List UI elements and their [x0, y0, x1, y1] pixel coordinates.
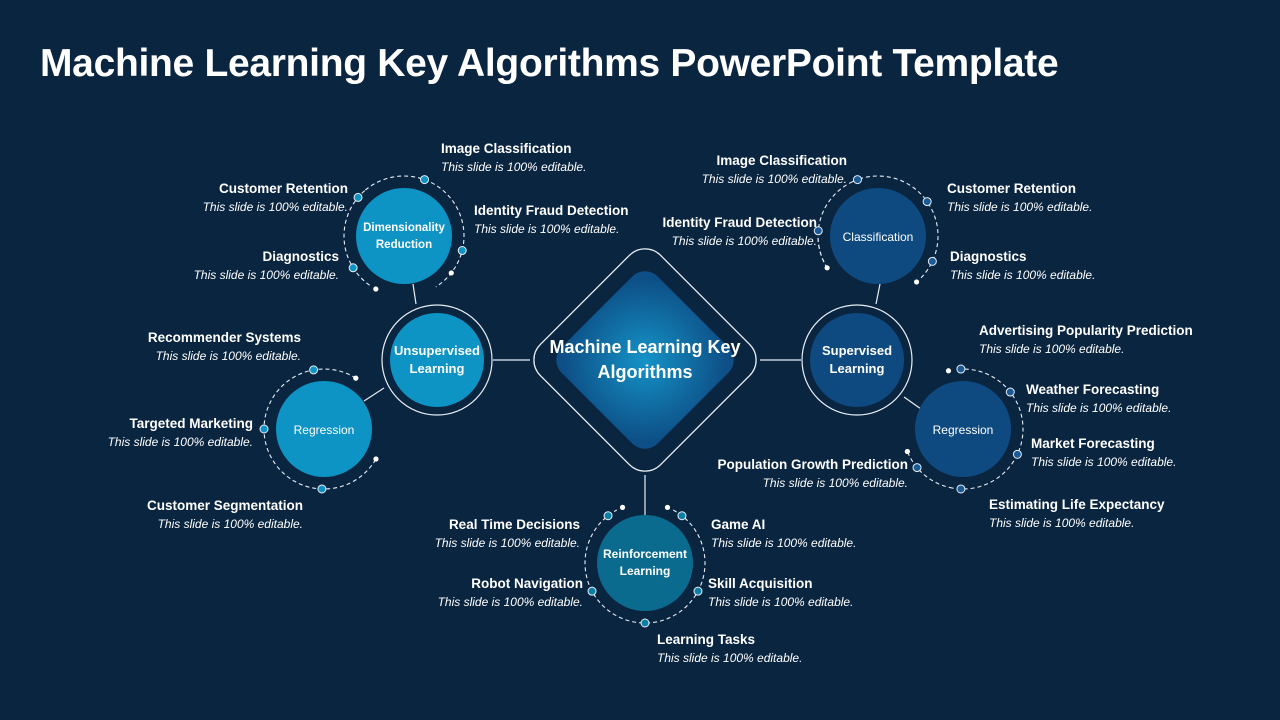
dimensionality-label: Dimensionality Reduction: [363, 222, 445, 251]
connector-unsupervised-dimensionality: [412, 283, 417, 305]
dim-dot: [457, 246, 467, 256]
dim-dot: [348, 263, 358, 273]
dimensionality-circle: [356, 188, 452, 284]
rl-dot: [603, 511, 613, 521]
lreg-end-dot: [373, 456, 379, 462]
reinforcement-label: Reinforcement Learning: [602, 546, 688, 578]
dim-end-dot: [448, 270, 454, 276]
lreg-end-dot: [353, 375, 359, 381]
unsupervised-label: Unsupervised Learning: [394, 342, 480, 376]
connector-supervised-regression: [903, 396, 922, 410]
connectors: [363, 283, 922, 515]
rl-dot: [677, 511, 687, 521]
rl-dot: [640, 618, 650, 628]
dim-arc-left: [343, 189, 370, 286]
cls-arc-left2: [817, 230, 828, 269]
supervised-ring: [801, 304, 913, 416]
center-diamond-outline: [533, 248, 757, 472]
rl-dot: [693, 586, 703, 596]
lreg-dot: [259, 424, 269, 434]
connector-unsupervised-regression: [363, 387, 385, 402]
cls-end-dot: [824, 265, 830, 271]
dim-dot: [353, 192, 363, 202]
cls-end-dot: [913, 279, 920, 285]
slide-title: Machine Learning Key Algorithms PowerPoi…: [40, 42, 1059, 85]
connector-supervised-classification: [875, 283, 881, 305]
lreg-dot: [317, 484, 327, 494]
left-regression-label: Regression: [293, 422, 355, 437]
sreg-dot: [1005, 387, 1015, 397]
sreg-dot: [1012, 449, 1022, 459]
rl-arc: [584, 509, 706, 624]
cls-dot: [922, 197, 932, 207]
sreg-end-dot: [904, 448, 910, 455]
rl-end-dot: [664, 504, 671, 510]
unsupervised-circle: [390, 313, 484, 407]
dim-end-dot: [373, 286, 379, 292]
left-regression-circle: [276, 381, 372, 477]
classification-label: Classification: [842, 229, 914, 244]
right-regression-label: Regression: [932, 422, 994, 437]
cls-dot: [852, 175, 862, 185]
dim-dot: [420, 175, 430, 185]
arc-dots: [259, 175, 1022, 628]
rl-dot: [587, 586, 597, 596]
sreg-dot: [956, 364, 966, 374]
unsupervised-ring: [381, 304, 493, 416]
center-label: Machine Learning Key Algorithms: [549, 336, 741, 382]
sreg-arc-b: [906, 451, 953, 489]
rl-end-dot: [619, 504, 626, 510]
cls-dot: [813, 226, 823, 236]
classification-circle: [830, 188, 926, 284]
right-regression-circle: [915, 381, 1011, 477]
cls-arc-right: [920, 197, 939, 279]
sreg-end-dot: [945, 368, 952, 374]
sreg-dot: [912, 463, 922, 473]
dim-arc-right: [365, 175, 465, 288]
center-diamond: [556, 271, 734, 449]
reinforcement-circle: [597, 515, 693, 611]
lreg-dot: [309, 365, 319, 375]
supervised-circle: [810, 313, 904, 407]
cls-dot: [927, 256, 937, 266]
sreg-dot: [956, 484, 966, 494]
supervised-label: Supervised Learning: [821, 342, 893, 376]
sreg-arc: [952, 368, 1024, 490]
